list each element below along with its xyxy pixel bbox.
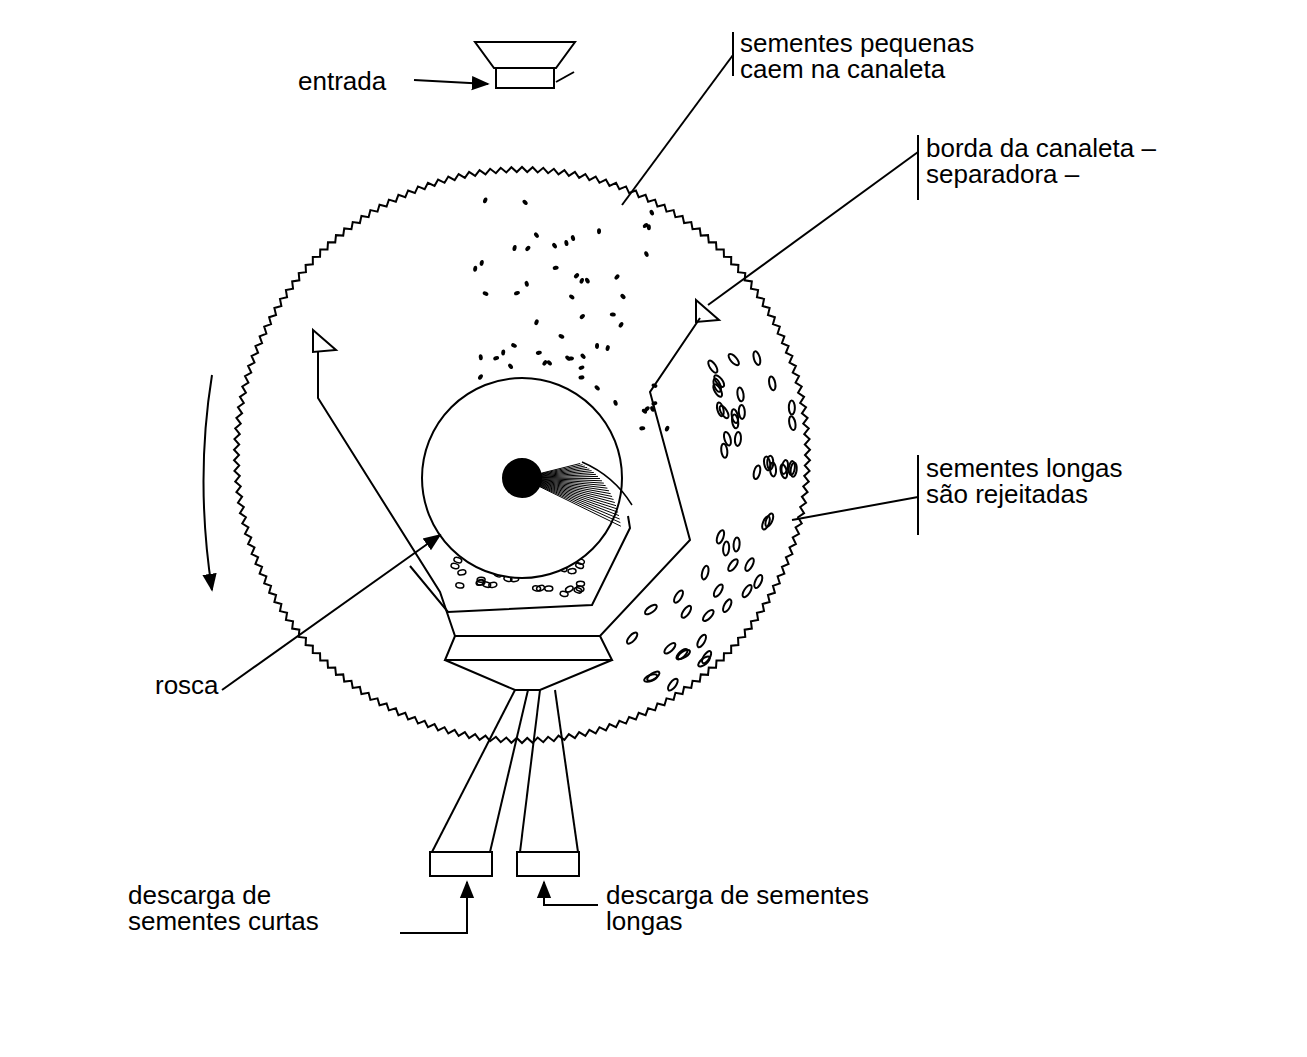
indented-cylinder: [234, 167, 810, 743]
short-discharge-label: descarga de sementes curtas: [128, 882, 338, 934]
leader-lines: [204, 32, 919, 933]
small-seeds-label: sementes pequenas caem na canaleta: [740, 30, 1000, 82]
auger-label: rosca: [155, 672, 245, 698]
hopper: [475, 42, 575, 88]
trough: [313, 300, 719, 876]
long-seeds-label: sementes longas são rejeitadas: [926, 455, 1166, 507]
auger: [422, 378, 632, 578]
long-discharge-label: descarga de sementes longas: [606, 882, 906, 934]
inlet-label: entrada: [298, 68, 418, 94]
trough-edge-label: borda da canaleta – separadora –: [926, 135, 1176, 187]
